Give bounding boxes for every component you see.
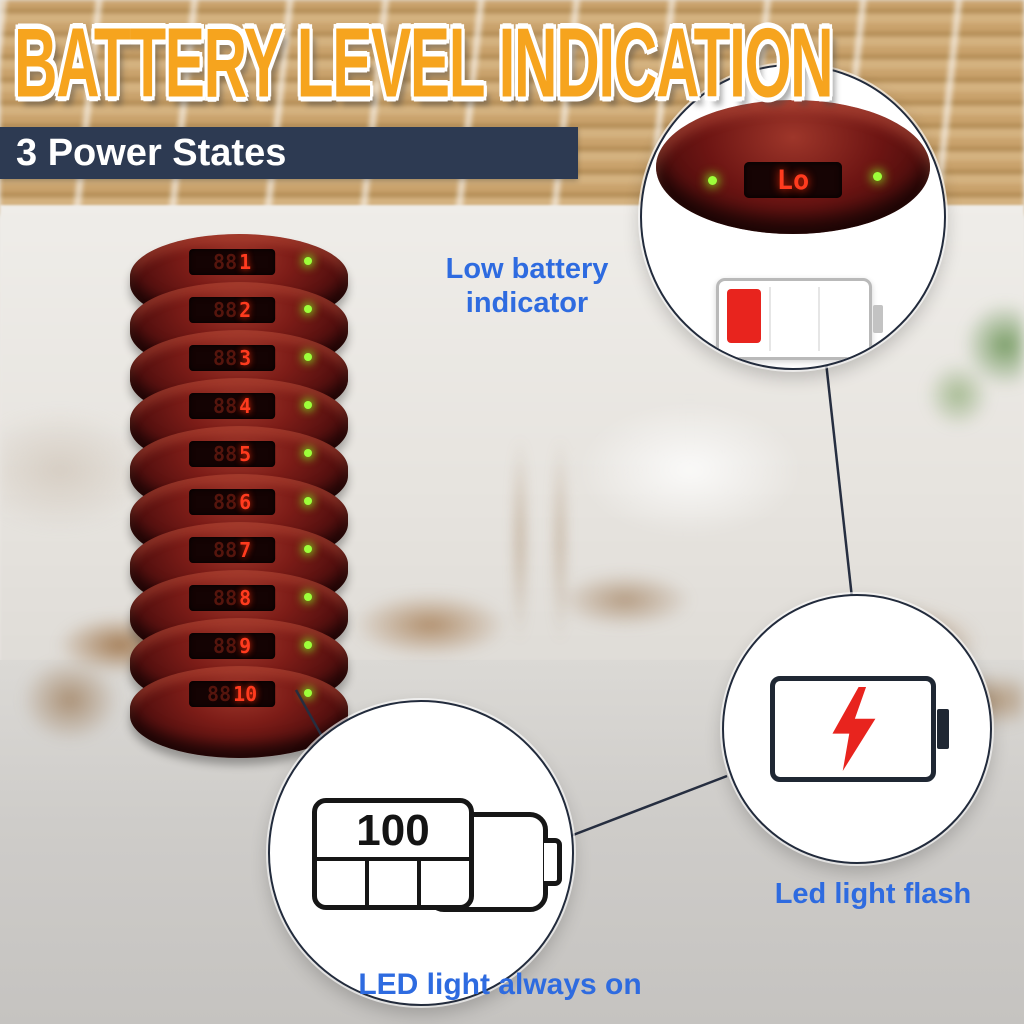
- low-battery-icon: [716, 278, 883, 360]
- charging-flash-callout-circle: [722, 594, 992, 864]
- battery-cell: [369, 861, 421, 905]
- green-led-icon: [708, 176, 717, 185]
- led-flash-label: Led light flash: [774, 878, 972, 910]
- power-states-banner: 3 Power States: [0, 127, 578, 179]
- battery-cell: [421, 861, 469, 905]
- low-battery-label-line1: Low battery: [445, 253, 609, 285]
- battery-terminal: [873, 305, 883, 333]
- led-always-on-label: LED light always on: [358, 968, 642, 1001]
- full-battery-callout-circle: 100: [268, 700, 574, 1006]
- battery-percent-value: 100: [317, 803, 469, 861]
- battery-terminal: [937, 709, 949, 749]
- page-title: BATTERY LEVEL INDICATION: [14, 7, 834, 118]
- low-battery-label-line2: indicator: [465, 287, 589, 319]
- pager-closeup: Lo: [656, 100, 930, 234]
- green-led-icon: [873, 172, 882, 181]
- low-battery-label: Low battery indicator: [410, 252, 644, 320]
- battery-flash-icon: [770, 676, 949, 782]
- battery-100-icon: 100: [312, 798, 474, 910]
- pager-lo-display: Lo: [744, 162, 842, 198]
- battery-red-segment: [727, 289, 761, 343]
- battery-terminal: [544, 838, 562, 886]
- lightning-bolt-icon: [832, 687, 876, 771]
- battery-cells: [317, 861, 469, 905]
- battery-cell: [317, 861, 369, 905]
